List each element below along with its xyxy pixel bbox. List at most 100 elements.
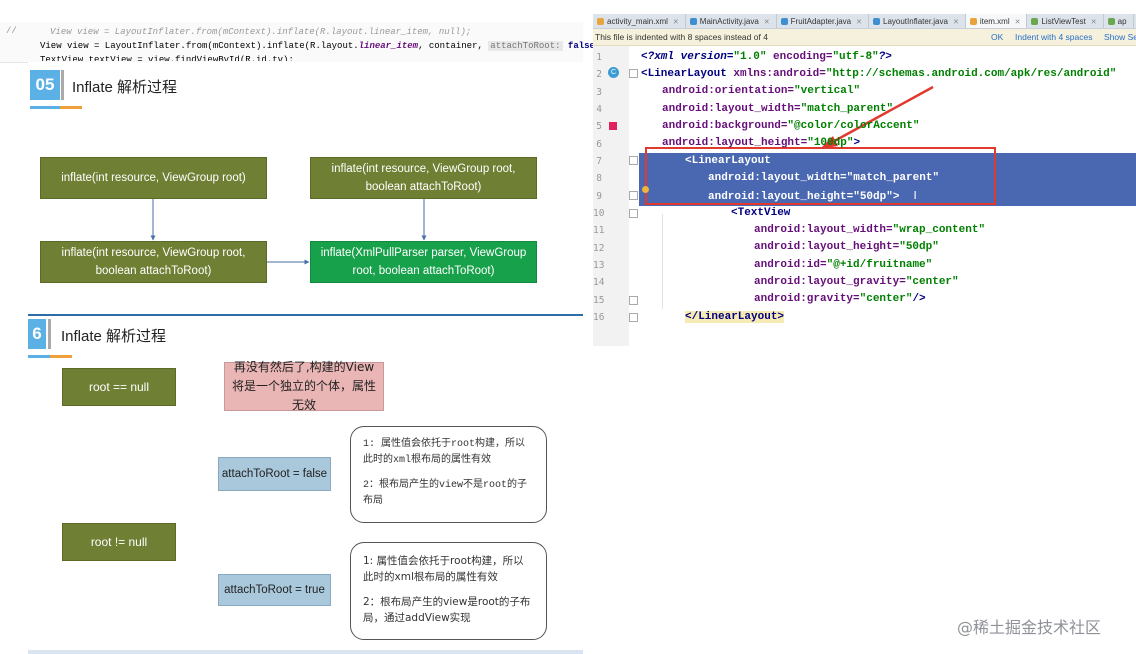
annotation-red-rect [645, 147, 996, 205]
code-line[interactable]: android:orientation="vertical" [662, 85, 861, 97]
line-number: 8 [596, 173, 602, 184]
accent-bar-orange-6 [50, 355, 72, 358]
selection-highlight [639, 153, 1136, 206]
code-line[interactable]: android:id="@+id/fruitname" [754, 259, 933, 271]
accent-bar-orange [60, 106, 82, 109]
section-number: 05 [30, 70, 60, 100]
line-number: 7 [596, 156, 602, 167]
line-number: 2 [596, 69, 602, 80]
line-number: 5 [596, 121, 602, 132]
line-number: 12 [593, 243, 605, 254]
code-line[interactable]: android:layout_height="100dp"> [662, 137, 861, 149]
tab-main-activity[interactable]: MainActivity.java✕ [686, 14, 777, 28]
root-not-null-box: root != null [62, 523, 176, 561]
flow-box-inflate-2: inflate(int resource, ViewGroup root) [40, 157, 267, 199]
text-cursor-icon: Ⅰ [913, 191, 917, 203]
tab-listview-test[interactable]: ListViewTest✕ [1027, 14, 1104, 28]
line-number: 6 [596, 139, 602, 150]
note-attach-false: 1: 属性值会依托于root构建，所以此时的xml根布局的属性有效 2：根布局产… [350, 426, 547, 523]
attach-true-box: attachToRoot = true [218, 574, 331, 606]
accent-bar-blue-6 [28, 355, 50, 358]
section-title: Inflate 解析过程 [72, 79, 178, 96]
section-title-6: Inflate 解析过程 [61, 328, 167, 345]
code-line-1: View view = LayoutInflater.from(mContext… [50, 27, 472, 37]
code-line-2: View view = LayoutInflater.from(mContext… [40, 41, 606, 51]
line-number: 4 [596, 104, 602, 115]
line-number: 11 [593, 225, 605, 236]
module-icon [1107, 18, 1115, 25]
fold-icon[interactable] [629, 69, 638, 78]
ide-editor: activity_main.xml✕ MainActivity.java✕ Fr… [593, 14, 1136, 346]
code-line[interactable]: android:background="@color/colorAccent" [662, 120, 920, 132]
code-line[interactable]: android:gravity="center"/> [754, 293, 926, 305]
param-hint: attachToRoot: [488, 41, 563, 51]
line-number: 15 [593, 295, 605, 306]
xml-file-icon [969, 18, 977, 25]
watermark: @稀土掘金技术社区 [957, 618, 1102, 637]
code-line-selected[interactable]: <LinearLayout [685, 155, 771, 167]
section-divider [61, 70, 64, 100]
tab-item-xml[interactable]: item.xml✕ [965, 14, 1028, 28]
close-icon[interactable]: ✕ [1014, 18, 1021, 26]
line-number: 10 [593, 208, 605, 219]
fold-icon[interactable] [629, 156, 638, 165]
attach-false-box: attachToRoot = false [218, 457, 331, 491]
section-number-6: 6 [28, 319, 46, 349]
line-number: 1 [596, 52, 602, 63]
line-number: 14 [593, 277, 605, 288]
indent-notification-bar: This file is indented with 8 spaces inst… [593, 29, 1136, 46]
tab-layout-inflater[interactable]: LayoutInflater.java✕ [869, 14, 966, 28]
tab-activity-main[interactable]: activity_main.xml✕ [593, 14, 686, 28]
tab-fruit-adapter[interactable]: FruitAdapter.java✕ [777, 14, 869, 28]
color-swatch-icon[interactable] [609, 122, 617, 130]
code-line-selected[interactable]: android:layout_width="match_parent" [708, 172, 940, 184]
slide-bottom-bar [28, 650, 583, 654]
close-icon[interactable]: ✕ [763, 18, 770, 26]
module-icon [1031, 18, 1039, 25]
xml-file-icon [597, 18, 604, 25]
fold-icon[interactable] [629, 296, 638, 305]
class-marker-icon[interactable]: C [608, 67, 619, 78]
note-attach-true: 1: 属性值会依托于root构建，所以此时的xml根布局的属性有效 2：根布局产… [350, 542, 547, 640]
line-number: 16 [593, 312, 605, 323]
code-line[interactable]: android:layout_width="match_parent" [662, 103, 894, 115]
indent-guide [662, 214, 663, 309]
java-file-icon [780, 18, 788, 25]
editor-tab-bar: activity_main.xml✕ MainActivity.java✕ Fr… [593, 14, 1136, 29]
tab-ap[interactable]: ap [1104, 14, 1134, 28]
root-null-result-box: 再没有然后了,构建的View将是一个独立的个体，属性无效 [224, 360, 384, 412]
slide-divider [28, 314, 583, 316]
fold-icon[interactable] [629, 191, 638, 200]
flow-box-inflate-3-left: inflate(int resource, ViewGroup root, bo… [40, 241, 267, 283]
code-line[interactable]: <?xml version="1.0" encoding="utf-8"?> [641, 51, 892, 63]
code-line[interactable]: android:layout_gravity="center" [754, 276, 959, 288]
show-settings-link[interactable]: Show Se [1104, 32, 1136, 42]
indent-warning-text: This file is indented with 8 spaces inst… [595, 32, 768, 42]
indent-4-spaces-link[interactable]: Indent with 4 spaces [1015, 32, 1093, 42]
line-number: 13 [593, 260, 605, 271]
close-icon[interactable]: ✕ [856, 18, 862, 26]
code-line-selected[interactable]: android:layout_height="50dp">Ⅰ [708, 191, 917, 203]
line-number: 9 [596, 191, 602, 202]
flow-box-inflate-3-top: inflate(int resource, ViewGroup root, bo… [310, 157, 537, 199]
comment-marker: // [6, 26, 17, 36]
code-line[interactable]: android:layout_height="50dp" [754, 241, 939, 253]
close-icon[interactable]: ✕ [672, 18, 679, 26]
flow-box-inflate-parser: inflate(XmlPullParser parser, ViewGroup … [310, 241, 537, 283]
java-file-icon [689, 18, 697, 25]
fold-icon[interactable] [629, 209, 638, 218]
code-line[interactable]: <LinearLayout xmlns:android="http://sche… [641, 68, 1117, 80]
code-line[interactable]: android:layout_width="wrap_content" [754, 224, 986, 236]
code-line[interactable]: </LinearLayout> [685, 311, 785, 323]
bulb-icon[interactable] [642, 186, 649, 193]
code-line[interactable]: <TextView [731, 207, 791, 219]
java-file-icon [873, 18, 880, 25]
close-icon[interactable]: ✕ [952, 18, 959, 26]
code-line-3: TextView textView = view.findViewById(R.… [40, 55, 294, 61]
fold-icon[interactable] [629, 313, 638, 322]
close-icon[interactable]: ✕ [1090, 18, 1097, 26]
line-number: 3 [596, 87, 602, 98]
line-gutter [593, 46, 629, 346]
code-snippet: // View view = LayoutInflater.from(mCont… [0, 22, 606, 63]
ok-link[interactable]: OK [991, 32, 1004, 42]
